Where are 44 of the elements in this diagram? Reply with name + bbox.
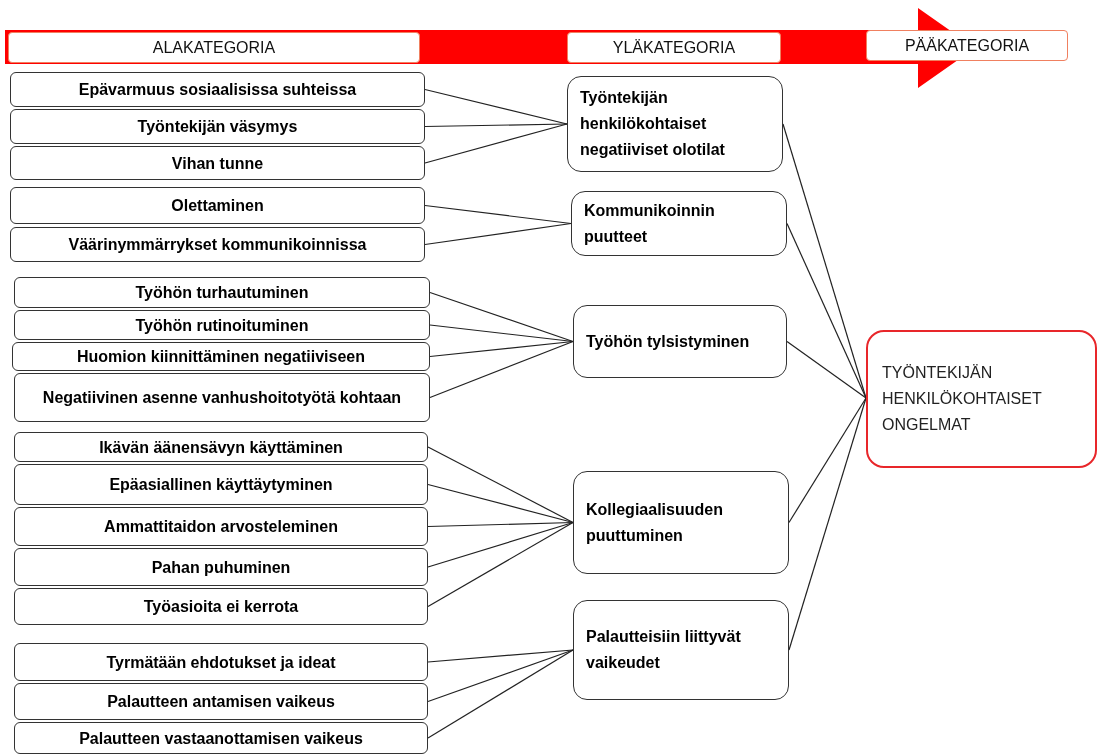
subcategory-box: Väärinymmärrykset kommunikoinnissa (10, 227, 425, 262)
subcategory-box: Ikävän äänensävyn käyttäminen (14, 432, 428, 462)
subcategory-box: Huomion kiinnittäminen negatiiviseen (12, 342, 430, 371)
connector-line (429, 291, 574, 343)
category-box: Palautteisiin liittyvät vaikeudet (573, 600, 789, 700)
category-box: Työntekijän henkilökohtaiset negatiiviset olotilat (567, 76, 783, 172)
connector-line (427, 446, 574, 524)
category-box: Työhön tylsistyminen (573, 305, 787, 378)
subcategory-box: Työntekijän väsymys (10, 109, 425, 144)
connector-line (427, 521, 574, 608)
connector-line (427, 649, 574, 703)
subcategory-box: Ammattitaidon arvosteleminen (14, 507, 428, 546)
subcategory-box: Tyrmätään ehdotukset ja ideat (14, 643, 428, 681)
connector-line (427, 521, 574, 568)
connector-line (788, 397, 867, 651)
subcategory-box: Palautteen vastaanottamisen vaikeus (14, 722, 428, 754)
subcategory-box: Työasioita ei kerrota (14, 588, 428, 625)
category-header: PÄÄKATEGORIA (866, 30, 1068, 61)
main-category-box: TYÖNTEKIJÄN HENKILÖKOHTAISET ONGELMAT (866, 330, 1097, 468)
subcategory-box: Epäasiallinen käyttäytyminen (14, 464, 428, 505)
category-box: Kollegiaalisuuden puuttuminen (573, 471, 789, 574)
connector-line (429, 340, 574, 399)
connector-line (786, 222, 867, 399)
subcategory-box: Epävarmuus sosiaalisissa suhteissa (10, 72, 425, 107)
subcategory-box: Työhön rutinoituminen (14, 310, 430, 340)
connector-line (427, 483, 574, 524)
connector-line (427, 649, 574, 663)
connector-line (424, 123, 568, 164)
subcategory-box: Pahan puhuminen (14, 548, 428, 586)
subcategory-box: Palautteen antamisen vaikeus (14, 683, 428, 720)
category-header: ALAKATEGORIA (8, 32, 420, 63)
connector-line (424, 222, 572, 246)
connector-line (424, 123, 568, 128)
subcategory-box: Työhön turhautuminen (14, 277, 430, 308)
connector-line (427, 649, 574, 739)
connector-line (429, 340, 574, 358)
connector-line (788, 397, 867, 524)
subcategory-box: Vihan tunne (10, 146, 425, 180)
connector-line (427, 521, 574, 528)
category-box: Kommunikoinnin puutteet (571, 191, 787, 256)
connector-line (786, 340, 867, 399)
subcategory-box: Negatiivinen asenne vanhushoitotyötä kohtaan (14, 373, 430, 422)
category-header: YLÄKATEGORIA (567, 32, 781, 63)
subcategory-box: Olettaminen (10, 187, 425, 224)
